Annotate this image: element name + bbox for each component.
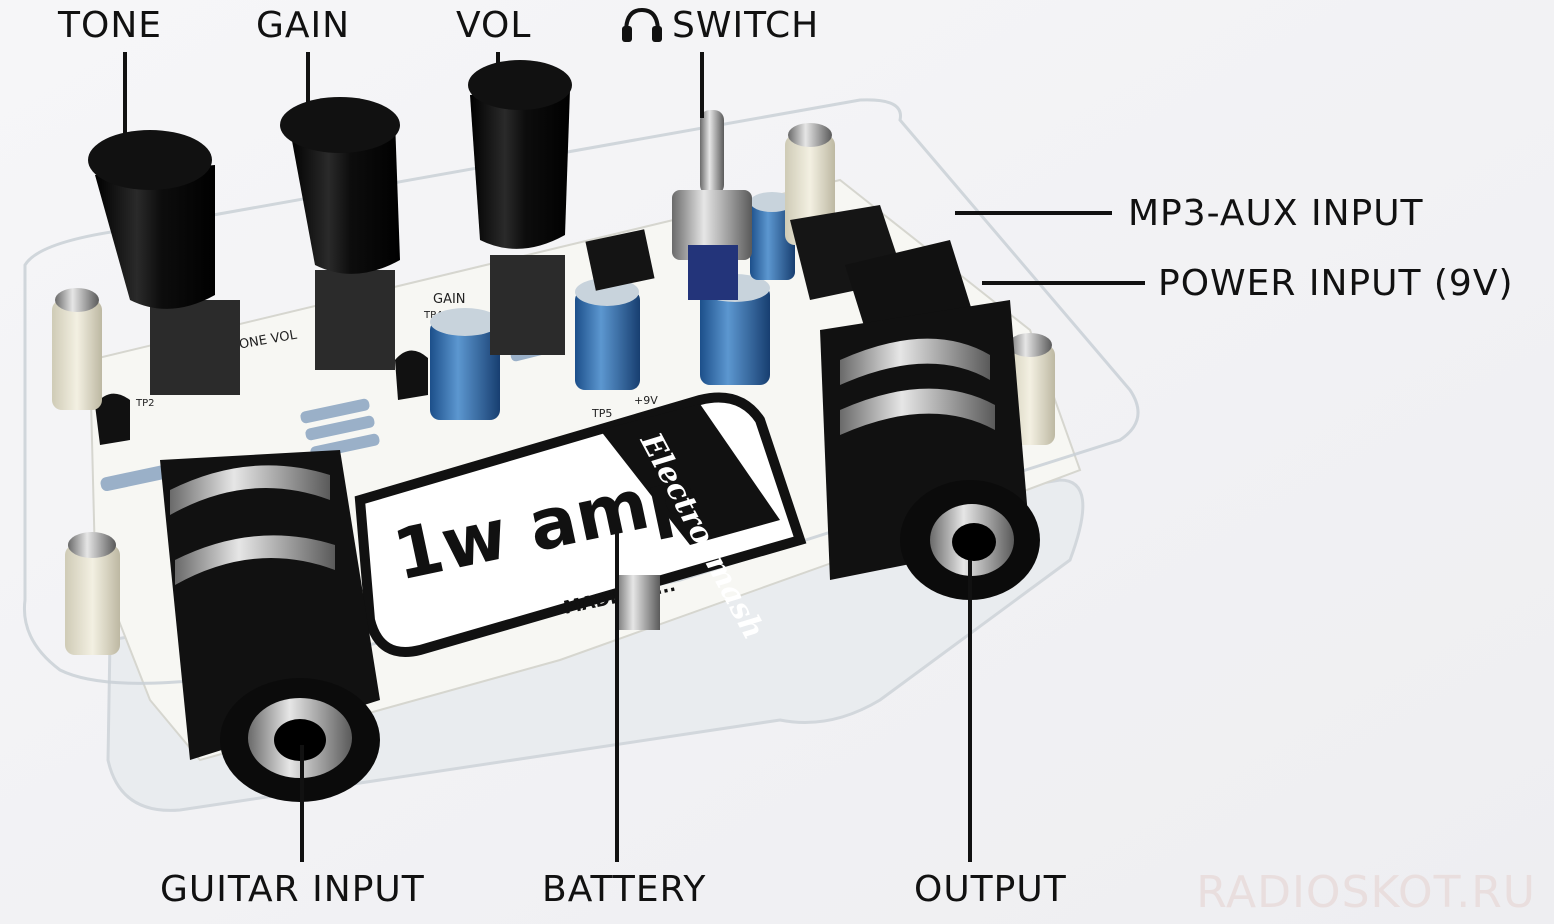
output-label: OUTPUT: [914, 869, 1067, 910]
silk-9v: +9V: [634, 394, 658, 407]
silk-tp4: TP4: [423, 310, 443, 321]
transistor: [395, 350, 428, 400]
gain-label: GAIN: [256, 5, 351, 46]
output-jack: [820, 300, 1040, 600]
guitar-input-jack: [160, 450, 380, 802]
watermark: RADIOSKOT.RU: [1196, 867, 1536, 918]
power-input-label: POWER INPUT (9V): [1158, 263, 1514, 304]
battery-label: BATTERY: [542, 869, 707, 910]
headphones-icon: [622, 7, 662, 42]
switch-label: SWITCH: [672, 5, 820, 46]
headphone-switch: [672, 110, 752, 300]
silk-tp5: TP5: [591, 407, 612, 420]
vol-label: VOL: [456, 5, 532, 46]
ic-chip: [585, 229, 655, 291]
silk-tp2: TP2: [135, 398, 155, 409]
tone-knob: [88, 130, 215, 309]
silk-gain: GAIN: [433, 292, 466, 307]
mp3-aux-input-label: MP3-AUX INPUT: [1128, 193, 1424, 234]
tone-label: TONE: [58, 5, 163, 46]
guitar-input-label: GUITAR INPUT: [160, 869, 425, 910]
leader-lines: [123, 52, 1145, 862]
transistor: [95, 393, 130, 445]
potentiometers: [150, 255, 565, 395]
vol-knob: [468, 60, 572, 249]
battery-clip: [615, 575, 660, 630]
